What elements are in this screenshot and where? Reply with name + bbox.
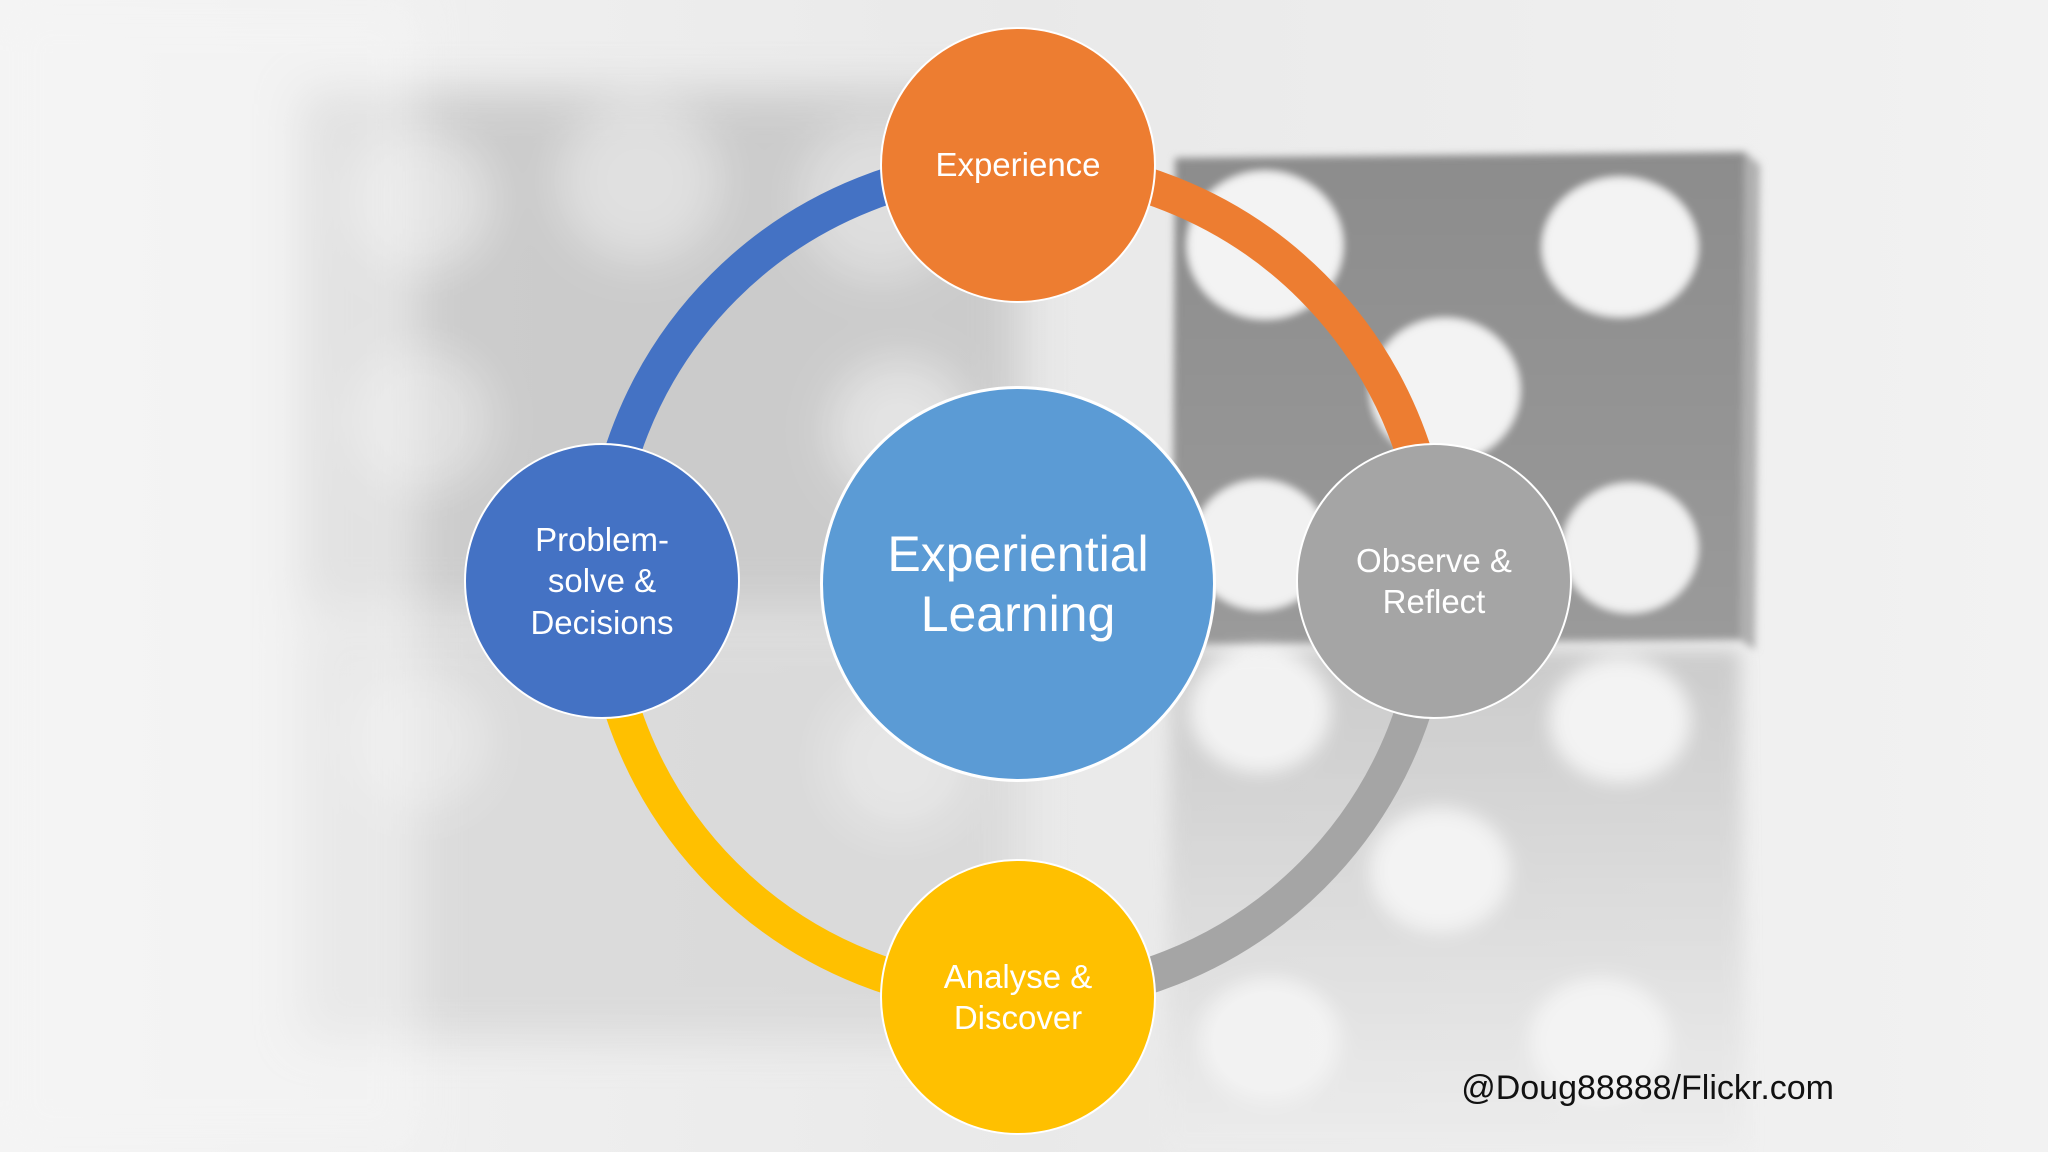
center-circle-experiential-learning: Experiential Learning [820, 386, 1216, 782]
stage-label-problem-solve: Problem- solve & Decisions [530, 521, 674, 641]
stage-label-analyse-discover: Analyse & Discover [943, 957, 1093, 1036]
stage-circle-problem-solve: Problem- solve & Decisions [464, 443, 740, 719]
stage-label-observe-reflect: Observe & Reflect [1356, 541, 1512, 620]
stage-circle-experience: Experience [880, 27, 1156, 303]
center-label: Experiential Learning [887, 526, 1149, 642]
stage-circle-observe-reflect: Observe & Reflect [1296, 443, 1572, 719]
stage-label-experience: Experience [935, 146, 1101, 184]
stage-circle-analyse-discover: Analyse & Discover [880, 859, 1156, 1135]
photo-credit: @Doug88888/Flickr.com [1461, 1069, 1834, 1107]
